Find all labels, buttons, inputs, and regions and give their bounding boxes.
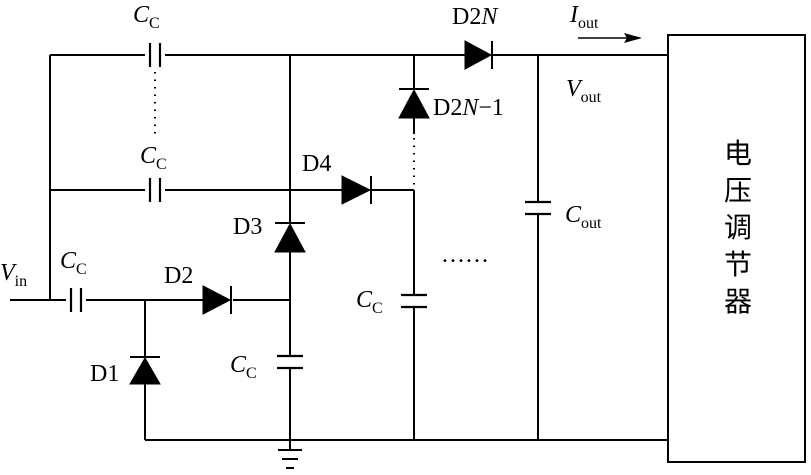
label-d1: D1 (90, 361, 119, 387)
capacitor-input (69, 288, 83, 312)
label-d2n: D2N (452, 4, 499, 30)
label-cout: Cout (565, 202, 602, 232)
label-vin: Vin (0, 260, 27, 290)
label-d4: D4 (302, 151, 331, 177)
regulator-char-3: 调 (724, 211, 752, 244)
capacitor-middle (148, 178, 162, 202)
capacitor-stage-low (277, 354, 303, 370)
label-cc-stage-low: CC (230, 352, 257, 382)
label-cc-input: CC (60, 248, 87, 278)
label-d2: D2 (164, 263, 193, 289)
wires (10, 54, 668, 450)
regulator-char-2: 压 (724, 174, 752, 207)
label-cc-top: CC (133, 2, 160, 32)
diode-d2n-minus-1 (398, 88, 430, 119)
label-iout: Iout (569, 2, 599, 32)
diode-d1 (129, 356, 161, 385)
capacitor-top (148, 43, 162, 67)
continuation-dots (154, 72, 415, 186)
diode-d3 (274, 222, 306, 253)
diode-d2 (202, 285, 232, 315)
label-ellipsis: …… (441, 242, 489, 268)
diode-d2n (464, 40, 493, 70)
diode-d4 (341, 175, 372, 205)
voltage-regulator-block: 电 压 调 节 器 (667, 34, 806, 463)
label-cc-stage-high: CC (356, 287, 383, 317)
regulator-char-4: 节 (724, 248, 752, 281)
label-vout: Vout (566, 76, 602, 106)
regulator-char-1: 电 (724, 137, 752, 170)
label-cc-middle: CC (140, 143, 167, 173)
capacitor-output (525, 200, 551, 216)
label-d3: D3 (233, 214, 262, 240)
capacitor-stage-high (401, 293, 427, 309)
iout-arrow (578, 33, 642, 43)
regulator-char-5: 器 (724, 285, 752, 318)
label-d2n-minus-1: D2N−1 (433, 95, 504, 121)
ground-symbol (278, 449, 302, 469)
